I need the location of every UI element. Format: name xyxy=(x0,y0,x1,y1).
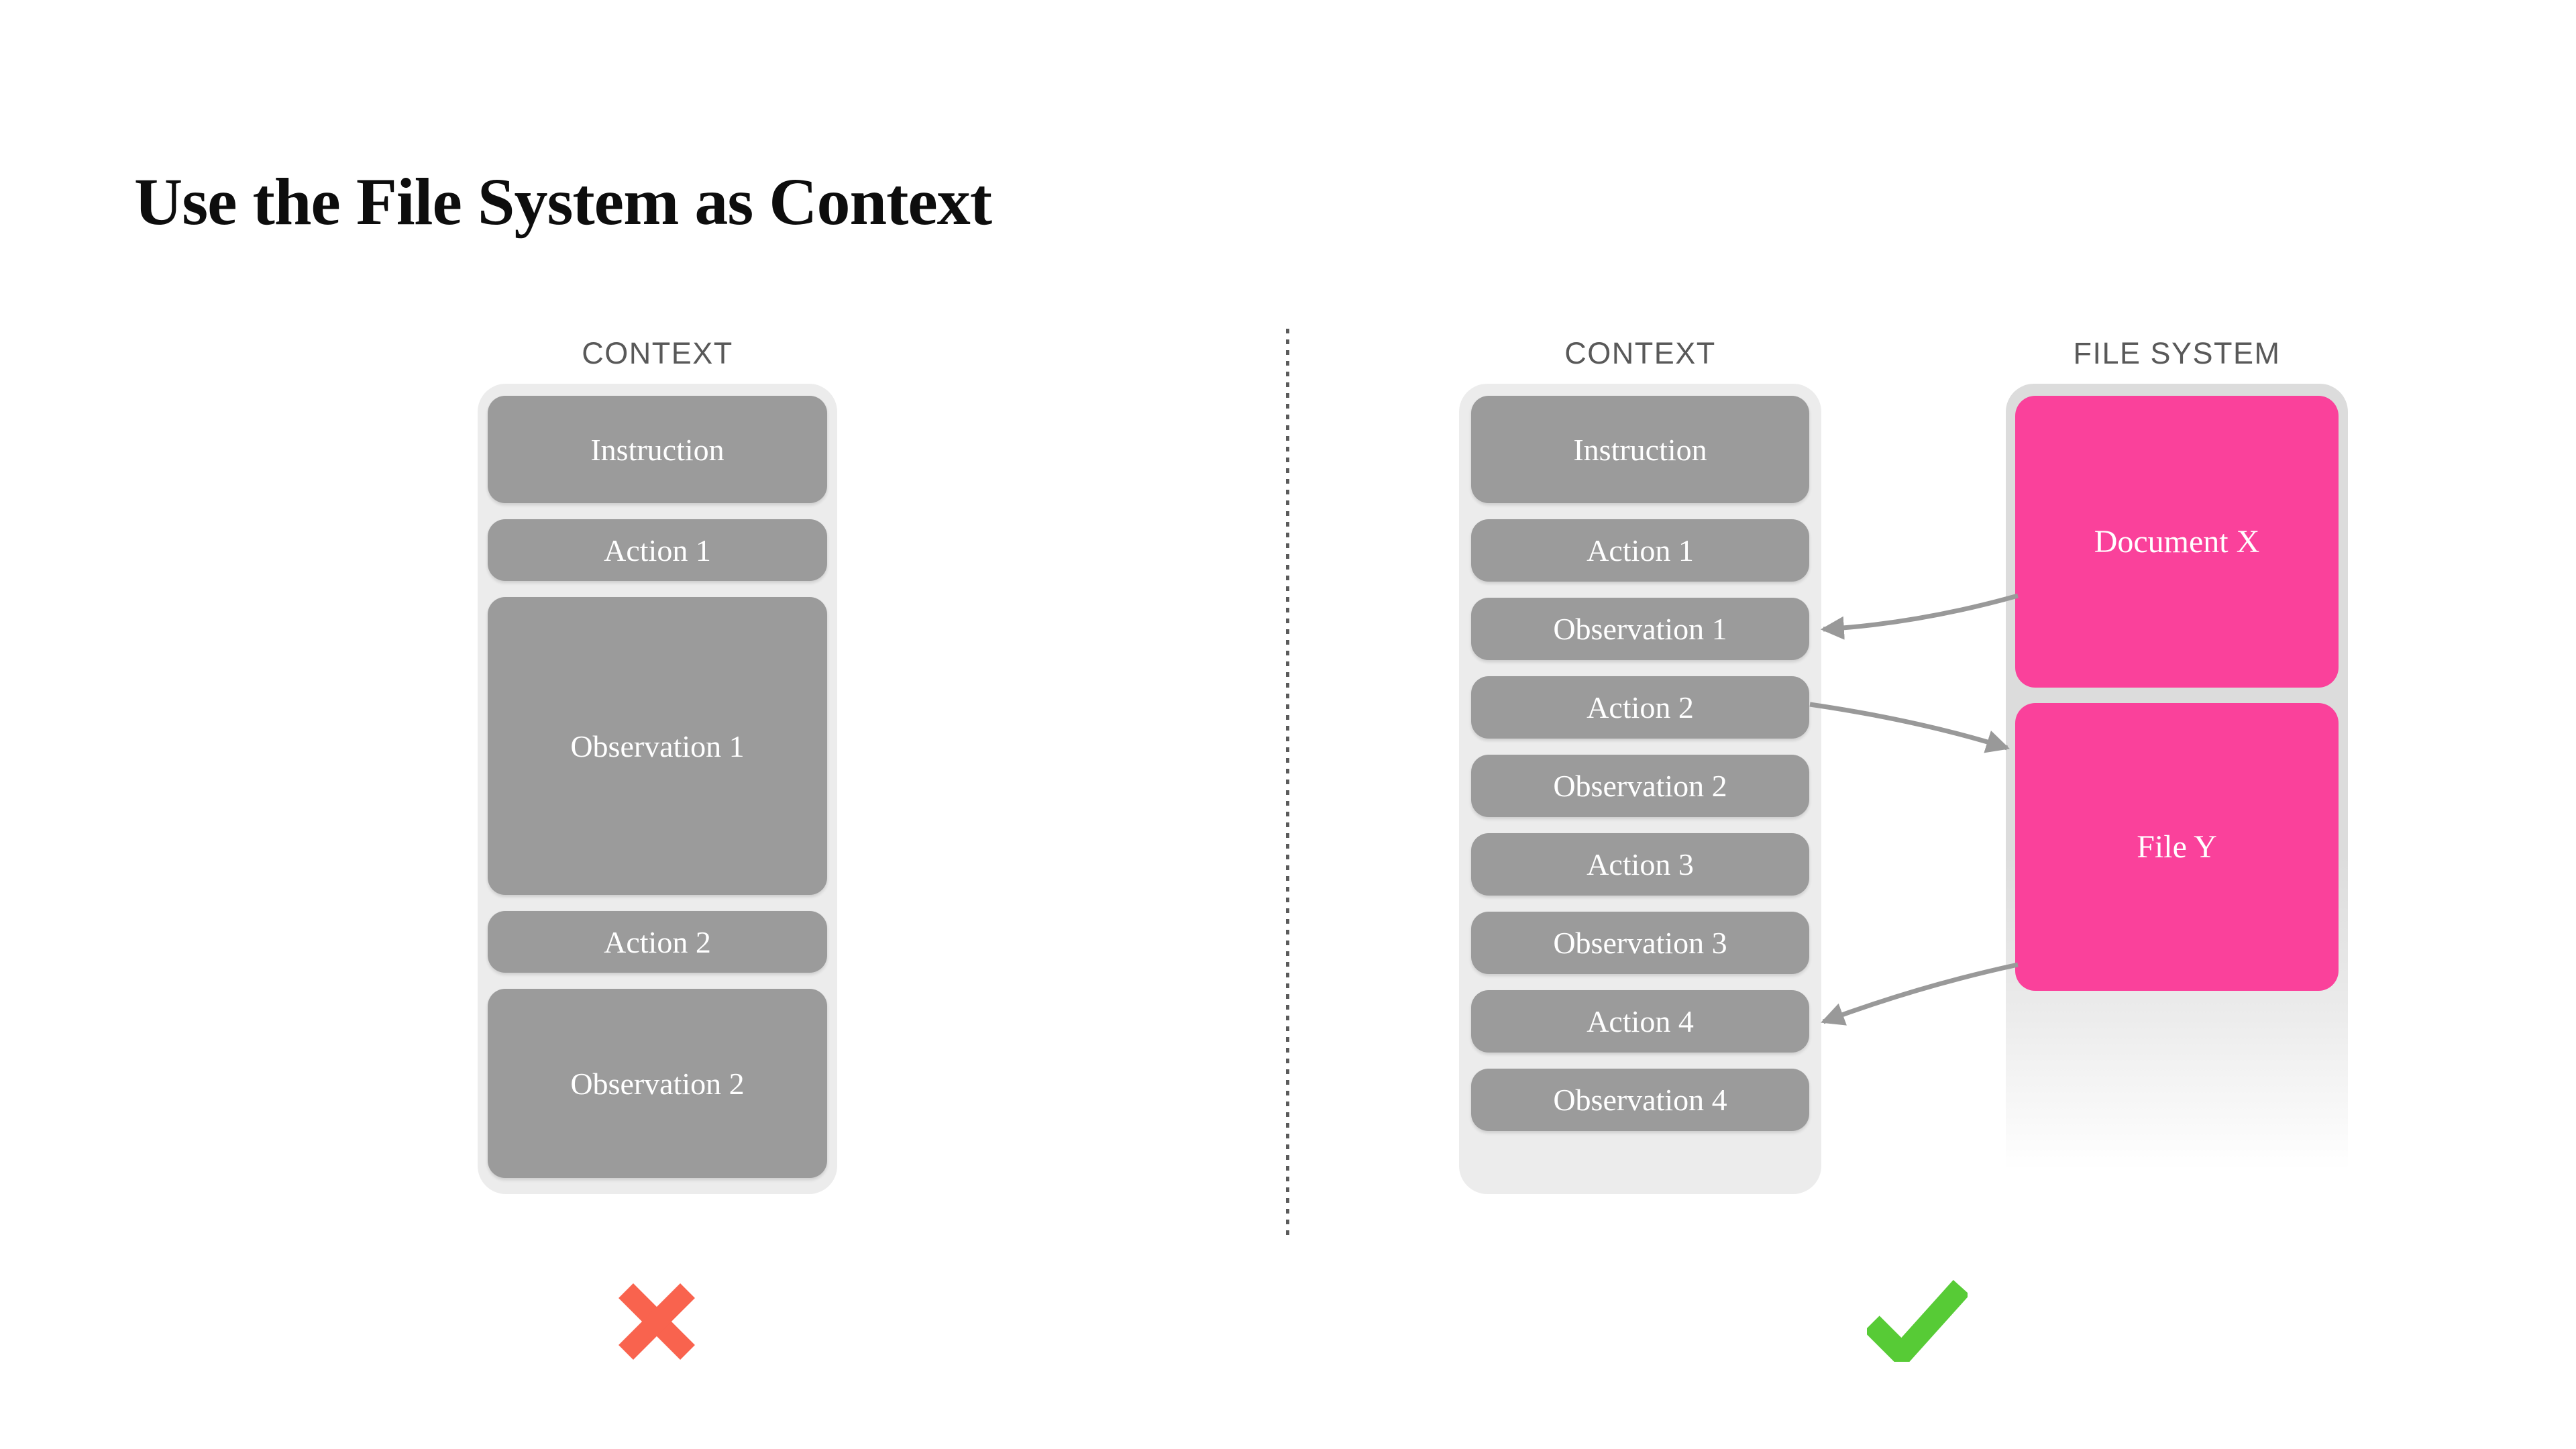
context-block-label: Action 2 xyxy=(604,924,711,959)
context-block: Action 2 xyxy=(488,911,827,973)
context-block-label: Action 4 xyxy=(1587,1004,1694,1038)
file-block: File Y xyxy=(2015,703,2339,991)
file-block: Document X xyxy=(2015,396,2339,688)
left-context-panel: Instruction Action 1 Observation 1 Actio… xyxy=(478,384,837,1194)
context-block-label: Observation 4 xyxy=(1553,1083,1727,1117)
context-block: Observation 2 xyxy=(1471,755,1809,817)
red-x-icon xyxy=(619,1283,695,1360)
right-verdict xyxy=(1864,1279,1970,1370)
context-block-label: Instruction xyxy=(590,432,724,467)
section-divider xyxy=(1286,329,1289,1240)
arrow-documentx-to-observation1 xyxy=(1820,593,2019,640)
context-block-label: Observation 3 xyxy=(1553,926,1727,960)
context-block: Observation 4 xyxy=(1471,1069,1809,1131)
left-verdict xyxy=(619,1283,695,1363)
context-block: Observation 1 xyxy=(1471,598,1809,660)
context-block-label: Action 2 xyxy=(1587,690,1694,724)
green-check-icon xyxy=(1864,1279,1970,1370)
context-block: Instruction xyxy=(488,396,827,503)
arrow-filey-to-action4 xyxy=(1821,962,2019,1026)
right-context-panel: Instruction Action 1 Observation 1 Actio… xyxy=(1459,384,1821,1194)
context-block: Action 3 xyxy=(1471,833,1809,896)
context-block-label: Action 1 xyxy=(604,533,711,568)
context-block: Action 1 xyxy=(1471,519,1809,582)
context-block-label: Action 1 xyxy=(1587,533,1694,568)
context-block-label: Observation 1 xyxy=(570,729,745,763)
file-block-label: File Y xyxy=(2137,829,2217,865)
context-block-label: Action 3 xyxy=(1587,847,1694,881)
context-block-label: Observation 2 xyxy=(1553,769,1727,803)
context-block-label: Observation 1 xyxy=(1553,612,1727,646)
context-block: Instruction xyxy=(1471,396,1809,503)
context-block: Action 1 xyxy=(488,519,827,581)
context-block: Observation 2 xyxy=(488,989,827,1178)
context-block: Observation 1 xyxy=(488,597,827,895)
arrow-action2-to-filey xyxy=(1809,702,2010,753)
file-system-panel: Document X File Y xyxy=(2006,384,2348,1194)
context-block: Action 2 xyxy=(1471,676,1809,739)
context-block: Observation 3 xyxy=(1471,912,1809,974)
page-title: Use the File System as Context xyxy=(134,164,992,239)
right-context-label: CONTEXT xyxy=(1564,336,1716,370)
context-block-label: Observation 2 xyxy=(570,1066,745,1101)
file-block-label: Document X xyxy=(2094,524,2260,559)
context-block-label: Instruction xyxy=(1573,432,1707,467)
left-context-label: CONTEXT xyxy=(582,336,733,370)
file-system-label: FILE SYSTEM xyxy=(2073,336,2281,370)
context-block: Action 4 xyxy=(1471,990,1809,1053)
